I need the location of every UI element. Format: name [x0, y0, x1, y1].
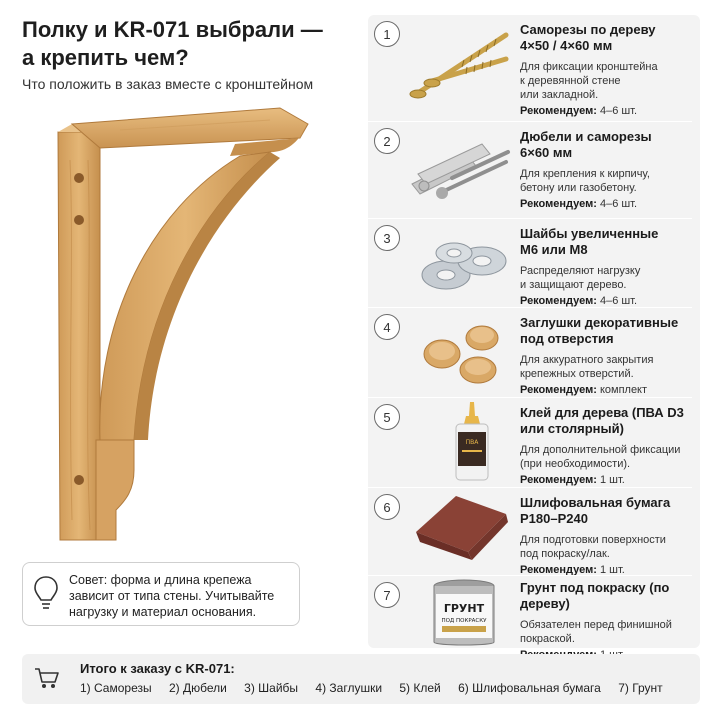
item-title: Дюбели и саморезы 6×60 мм	[520, 129, 652, 160]
item-recommendation: Рекомендуем: 1 шт.	[520, 474, 625, 486]
item-description: Для дополнительной фиксации (при необход…	[520, 444, 681, 470]
accessories-panel: 1 Саморезы по дереву 4×50 / 4×60 мм Для …	[368, 15, 700, 661]
item-title: Шлифовальная бумага Р180–Р240	[520, 495, 671, 526]
primer-label-big: ГРУНТ	[444, 602, 485, 615]
item-number: 1	[374, 21, 400, 47]
glue-label: ПВА	[466, 439, 480, 446]
list-item-sandpaper: 6 Шлифовальная бумага Р180–Р240 Для подг…	[368, 488, 700, 576]
item-number: 7	[374, 582, 400, 608]
item-title: Саморезы по дереву 4×50 / 4×60 мм	[520, 22, 656, 53]
list-item-washers: 3 Шайбы увеличенные М6 или М8 Распределя…	[368, 219, 700, 308]
lightbulb-icon	[34, 576, 58, 609]
order-summary: Итого к заказу с KR-071: 1) Саморезы 2) …	[22, 654, 700, 704]
page-title: Полку и KR-071 выбрали — а крепить чем?	[22, 16, 362, 72]
item-description: Для фиксации кронштейна к деревянной сте…	[520, 61, 658, 101]
summary-item: 5) Клей	[399, 681, 441, 695]
divider	[368, 487, 692, 488]
item-recommendation: Рекомендуем: 4–6 шт.	[520, 105, 638, 117]
divider	[368, 397, 692, 398]
primer-can-image: ГРУНТ ПОД ПОКРАСКУ	[433, 579, 495, 646]
item-description: Для крепления к кирпичу, бетону или газо…	[520, 168, 650, 194]
item-description: Для подготовки поверхности под покраску/…	[520, 534, 666, 560]
tip-box: Совет: форма и длина крепежа зависит от …	[22, 562, 300, 626]
list-item-wood-screws: 1 Саморезы по дереву 4×50 / 4×60 мм Для …	[368, 15, 700, 122]
title-line-2: а крепить чем?	[22, 45, 189, 70]
item-description: Обязателен перед финишной покраской.	[520, 619, 672, 645]
wooden-plugs-image	[423, 325, 499, 384]
divider	[368, 121, 692, 122]
summary-item: 4) Заглушки	[315, 681, 383, 695]
summary-list: 1) Саморезы 2) Дюбели 3) Шайбы 4) Заглуш…	[80, 681, 677, 695]
page-subtitle: Что положить в заказ вместе с кронштейно…	[22, 76, 314, 92]
washers-image	[421, 242, 507, 290]
summary-title: Итого к заказу с KR-071:	[80, 661, 235, 676]
tip-text: Совет: форма и длина крепежа зависит от …	[69, 573, 275, 619]
divider	[368, 307, 692, 308]
item-description: Для аккуратного закрытия крепежных отвер…	[520, 354, 654, 380]
primer-label-small: ПОД ПОКРАСКУ	[441, 618, 487, 624]
wooden-bracket-image	[57, 107, 309, 541]
divider	[368, 218, 692, 219]
list-item-primer: 7 ГРУНТ ПОД ПОКРАСКУ Грунт под покраску …	[368, 576, 700, 661]
item-recommendation: Рекомендуем: 4–6 шт.	[520, 198, 638, 210]
sandpaper-image	[416, 496, 508, 560]
summary-item: 1) Саморезы	[80, 681, 152, 695]
list-item-plugs: 4 Заглушки декоративные под отверстия Дл…	[368, 308, 700, 398]
item-description: Распределяют нагрузку и защищают дерево.	[520, 265, 641, 291]
list-item-dowels: 2 Дюбели и саморезы 6×60 мм Для креплени…	[368, 122, 700, 219]
summary-item: 2) Дюбели	[168, 681, 227, 695]
title-line-1: Полку и KR-071 выбрали —	[22, 17, 323, 42]
cart-icon	[35, 668, 59, 688]
item-recommendation: Рекомендуем: комплект	[520, 384, 648, 396]
item-title: Грунт под покраску (по дереву)	[520, 580, 670, 611]
item-number: 3	[374, 225, 400, 251]
wood-glue-bottle-image: ПВА	[455, 402, 489, 481]
item-title: Шайбы увеличенные М6 или М8	[520, 226, 659, 257]
list-item-glue: 5 ПВА Клей для дерева (ПВА D3 или столяр…	[368, 398, 700, 488]
item-recommendation: Рекомендуем: 1 шт.	[520, 564, 625, 576]
dowels-and-screws-image	[411, 143, 510, 199]
summary-item: 6) Шлифовальная бумага	[458, 681, 601, 695]
item-number: 4	[374, 314, 400, 340]
summary-item: 7) Грунт	[618, 681, 663, 695]
item-number: 5	[374, 404, 400, 430]
item-number: 6	[374, 494, 400, 520]
item-title: Заглушки декоративные под отверстия	[520, 315, 679, 346]
summary-item: 3) Шайбы	[244, 681, 299, 695]
item-number: 2	[374, 128, 400, 154]
divider	[368, 575, 692, 576]
item-title: Клей для дерева (ПВА D3 или столярный)	[520, 405, 684, 436]
wood-screws-image	[409, 32, 509, 99]
item-recommendation: Рекомендуем: 4–6 шт.	[520, 295, 638, 307]
